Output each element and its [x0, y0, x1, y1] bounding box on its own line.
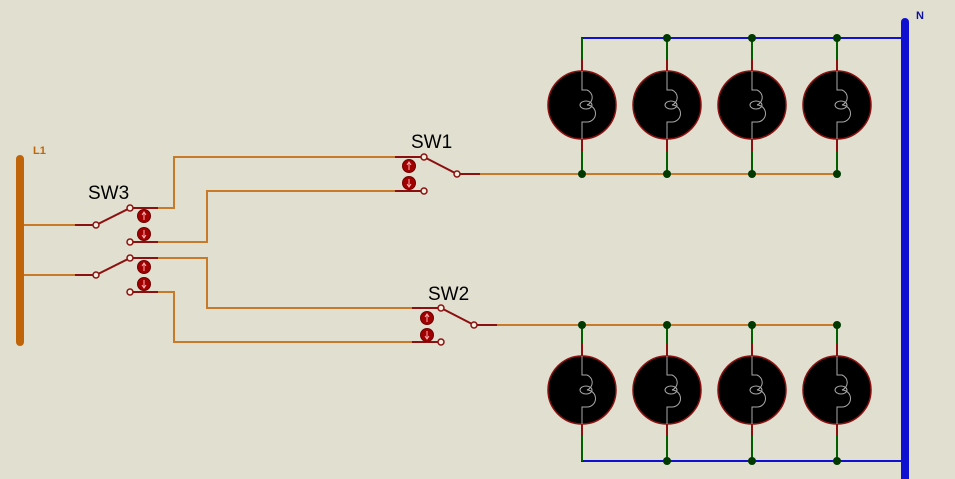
switch-sw2[interactable]: SW2 — [412, 284, 497, 346]
switch-sw1[interactable]: SW1 — [395, 132, 480, 195]
junction-dot — [663, 321, 671, 329]
bottom-lamp-1[interactable] — [547, 325, 617, 461]
l1-label: L1 — [33, 145, 46, 157]
top-lamp-4[interactable] — [802, 38, 872, 174]
sw2-label: SW2 — [428, 284, 469, 305]
sw1-label: SW1 — [411, 132, 452, 153]
n-label: N — [916, 10, 924, 22]
toggle-down-button[interactable] — [420, 328, 434, 342]
junction-dot — [748, 321, 756, 329]
junction-dot — [578, 170, 586, 178]
arrow-up-icon — [141, 211, 147, 216]
toggle-up-button[interactable] — [137, 209, 151, 223]
junction-dot — [833, 34, 841, 42]
junction-dot — [578, 321, 586, 329]
arrow-down-icon — [424, 335, 430, 340]
arrow-up-icon — [141, 262, 147, 267]
bottom-lamp-4[interactable] — [802, 325, 872, 461]
junction-dot — [663, 170, 671, 178]
toggle-up-button[interactable] — [420, 311, 434, 325]
arrow-up-icon — [424, 313, 430, 318]
junction-dot — [833, 457, 841, 465]
bottom-lamp-2[interactable] — [632, 325, 702, 461]
bottom-lamp-3[interactable] — [717, 325, 787, 461]
junction-dot — [748, 170, 756, 178]
junction-dot — [663, 34, 671, 42]
junction-dot — [833, 321, 841, 329]
junction-dot — [833, 170, 841, 178]
sw3-label: SW3 — [88, 183, 129, 204]
top-lamp-2[interactable] — [632, 38, 702, 174]
toggle-down-button[interactable] — [137, 277, 151, 291]
toggle-down-button[interactable] — [137, 227, 151, 241]
arrow-down-icon — [141, 234, 147, 239]
arrow-down-icon — [141, 284, 147, 289]
switch-sw3[interactable]: SW3 — [75, 183, 158, 296]
arrow-up-icon — [406, 161, 412, 166]
junction-dot — [663, 457, 671, 465]
top-lamp-3[interactable] — [717, 38, 787, 174]
junction-dot — [748, 34, 756, 42]
top-lamp-1[interactable] — [547, 38, 617, 174]
toggle-down-button[interactable] — [402, 176, 416, 190]
junction-dot — [748, 457, 756, 465]
toggle-up-button[interactable] — [402, 159, 416, 173]
toggle-up-button[interactable] — [137, 260, 151, 274]
arrow-down-icon — [406, 183, 412, 188]
